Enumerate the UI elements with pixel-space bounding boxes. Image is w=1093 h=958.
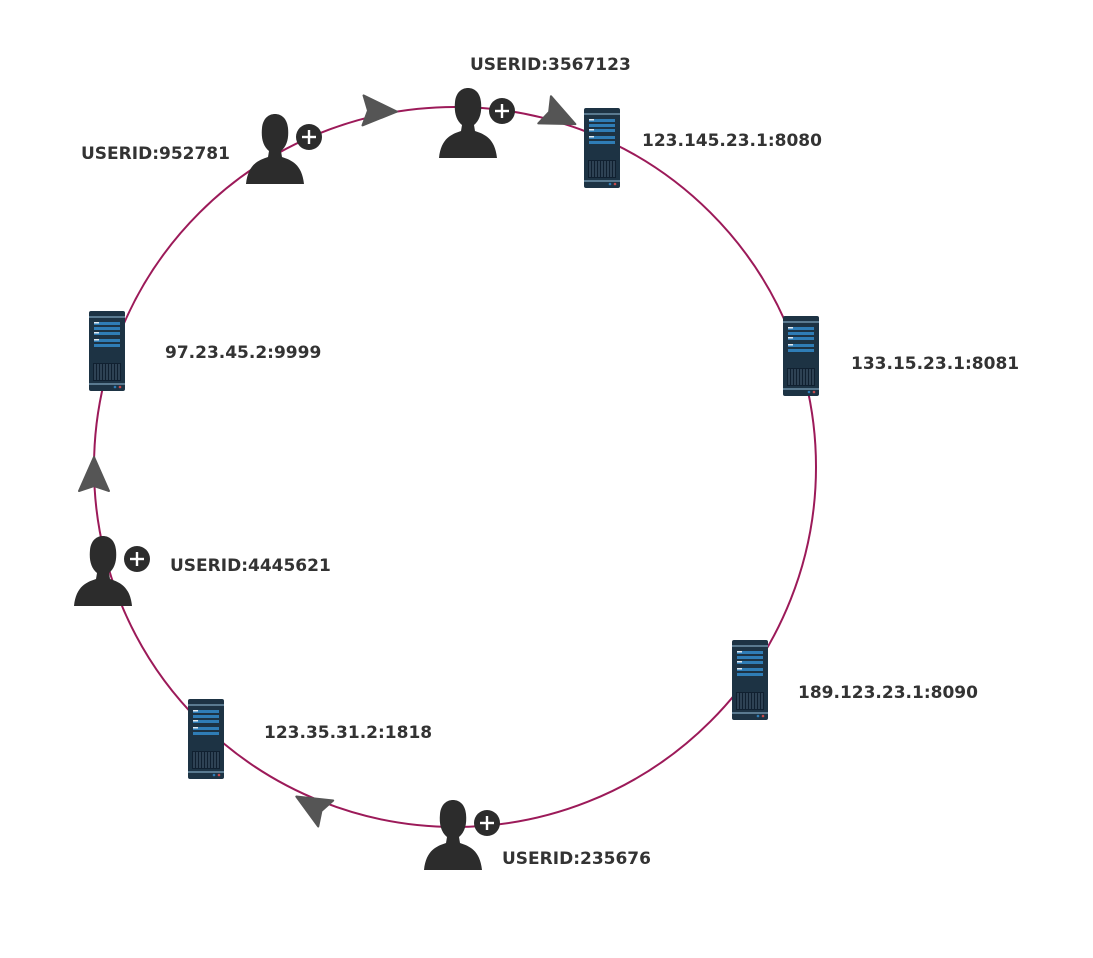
server-icon (782, 315, 820, 397)
user-label: USERID:235676 (502, 849, 651, 869)
server-label: 97.23.45.2:9999 (165, 343, 322, 363)
arrow-chevron-left (78, 456, 110, 492)
server-icon (187, 698, 225, 780)
server-label: 189.123.23.1:8090 (798, 683, 978, 703)
user-add-icon (74, 536, 150, 606)
user-add-icon (424, 800, 500, 870)
server-icon (583, 107, 621, 189)
arrow-chevron-top (361, 94, 399, 128)
user-label: USERID:3567123 (470, 55, 631, 75)
server-label: 133.15.23.1:8081 (851, 354, 1020, 374)
user-label: USERID:4445621 (170, 556, 331, 576)
arrow-chevron-top-right (537, 95, 583, 139)
user-label: USERID:952781 (81, 144, 230, 164)
server-icon (88, 310, 126, 392)
user-add-icon (439, 88, 515, 158)
server-icon (731, 639, 769, 721)
direction-arrows (78, 94, 583, 828)
server-label: 123.145.23.1:8080 (642, 131, 822, 151)
server-label: 123.35.31.2:1818 (264, 723, 433, 743)
